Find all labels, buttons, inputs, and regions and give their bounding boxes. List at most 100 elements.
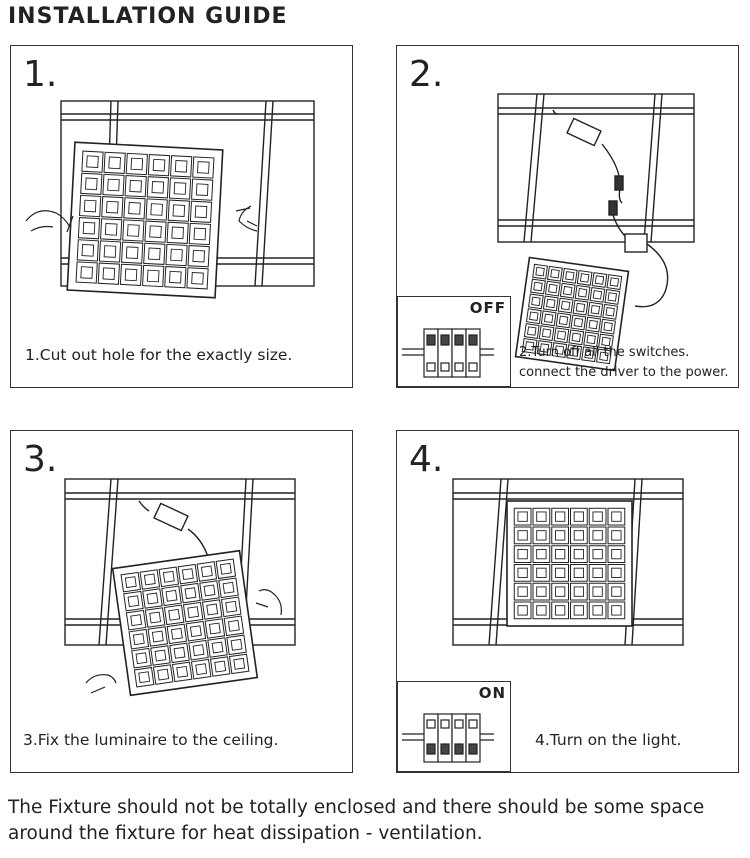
led-cell: [570, 314, 587, 331]
led-cell-inner: [569, 347, 579, 357]
led-cell: [588, 564, 607, 582]
led-cell-inner: [554, 530, 566, 541]
led-cell-inner: [517, 548, 528, 560]
led-cell: [199, 580, 220, 601]
led-cell-inner: [125, 246, 139, 259]
led-cell-inner: [517, 567, 528, 579]
led-cell-inner: [132, 633, 145, 646]
led-cell: [98, 240, 122, 263]
led-cell: [551, 342, 568, 358]
ceiling-grid: [497, 93, 695, 243]
led-cell-inner: [590, 304, 601, 315]
led-cell-inner: [197, 161, 210, 174]
led-cell-inner: [554, 548, 566, 560]
led-cell-inner: [203, 584, 216, 597]
led-cell-inner: [173, 646, 186, 659]
step-4-caption: 4.Turn on the light.: [535, 731, 682, 749]
led-cell-inner: [219, 562, 232, 575]
led-cell: [532, 263, 548, 280]
led-cell: [523, 323, 540, 339]
led-cell-inner: [592, 290, 603, 300]
led-cell-inner: [517, 586, 528, 597]
led-cell: [600, 318, 616, 335]
led-cell-inner: [86, 155, 99, 168]
led-cell: [119, 263, 143, 286]
led-cell: [166, 221, 189, 244]
led-cell: [100, 218, 123, 241]
led-cell-inner: [176, 665, 189, 678]
led-panel-grid: [514, 256, 630, 372]
led-cell: [101, 196, 124, 219]
led-cell-inner: [577, 288, 588, 298]
led-cell: [532, 526, 551, 545]
hands-icon: [85, 589, 282, 694]
led-cell-inner: [554, 605, 566, 616]
led-cell: [228, 653, 250, 675]
led-cell-inner: [124, 268, 138, 282]
led-cell-inner: [594, 275, 605, 285]
on-label: ON: [478, 684, 506, 702]
led-panel-frame: [514, 256, 630, 372]
led-cell: [146, 176, 169, 199]
led-cell: [553, 327, 570, 344]
led-cell-inner: [106, 200, 119, 214]
led-cell: [588, 582, 607, 601]
led-cell-inner: [192, 644, 205, 657]
led-cell-inner: [592, 530, 603, 541]
led-cell-inner: [181, 568, 194, 581]
led-cell: [131, 647, 152, 669]
led-cell-inner: [187, 606, 200, 619]
led-panel-grid: [111, 549, 259, 697]
led-cell-inner: [135, 652, 148, 665]
led-cell-inner: [524, 341, 535, 351]
led-cell: [570, 526, 588, 545]
led-cell: [185, 620, 207, 642]
led-cell: [204, 618, 226, 639]
led-cell: [532, 582, 551, 601]
led-cell-inner: [172, 204, 186, 217]
led-cell-inner: [130, 614, 143, 627]
led-cell: [513, 582, 532, 601]
off-switch-inset: OFF: [397, 296, 511, 387]
led-cell-inner: [573, 548, 585, 560]
led-cell-inner: [601, 336, 611, 347]
led-cell: [585, 316, 602, 333]
led-cell-inner: [558, 315, 569, 326]
led-cell-inner: [535, 266, 545, 277]
led-cell-inner: [536, 548, 547, 560]
led-cell-inner: [149, 611, 162, 624]
led-cell-inner: [129, 179, 142, 193]
led-cell: [76, 239, 99, 262]
step-3-number: 3.: [23, 439, 58, 480]
led-cell: [169, 642, 190, 664]
led-cell: [576, 270, 593, 286]
led-cell: [551, 545, 569, 563]
led-cell-inner: [162, 570, 175, 583]
led-cell-inner: [575, 302, 586, 313]
breaker-switch-icon: [402, 328, 494, 378]
led-cell: [551, 582, 569, 601]
led-cell-inner: [588, 319, 598, 330]
led-cell-inner: [194, 205, 208, 219]
led-cell: [187, 245, 210, 268]
led-cell: [598, 333, 614, 350]
led-cell: [123, 590, 144, 612]
led-cell-inner: [233, 657, 246, 670]
led-cell-inner: [539, 343, 550, 353]
led-cell-inner: [151, 630, 164, 643]
led-cell: [165, 243, 188, 267]
led-cell-inner: [193, 227, 207, 241]
led-cell: [602, 303, 619, 320]
led-cell: [122, 219, 145, 242]
led-cell: [123, 197, 146, 220]
led-cell: [147, 626, 169, 647]
step-2-panel: 2. OFF: [396, 45, 739, 388]
led-cell: [188, 639, 209, 661]
led-cell: [568, 329, 585, 346]
led-cell: [532, 545, 551, 563]
led-cell-inner: [529, 311, 539, 321]
led-cell-inner: [579, 273, 590, 283]
led-cell: [75, 261, 98, 284]
step-2-caption-line2: connect the driver to the power.: [519, 365, 729, 380]
led-cell-inner: [146, 269, 160, 283]
